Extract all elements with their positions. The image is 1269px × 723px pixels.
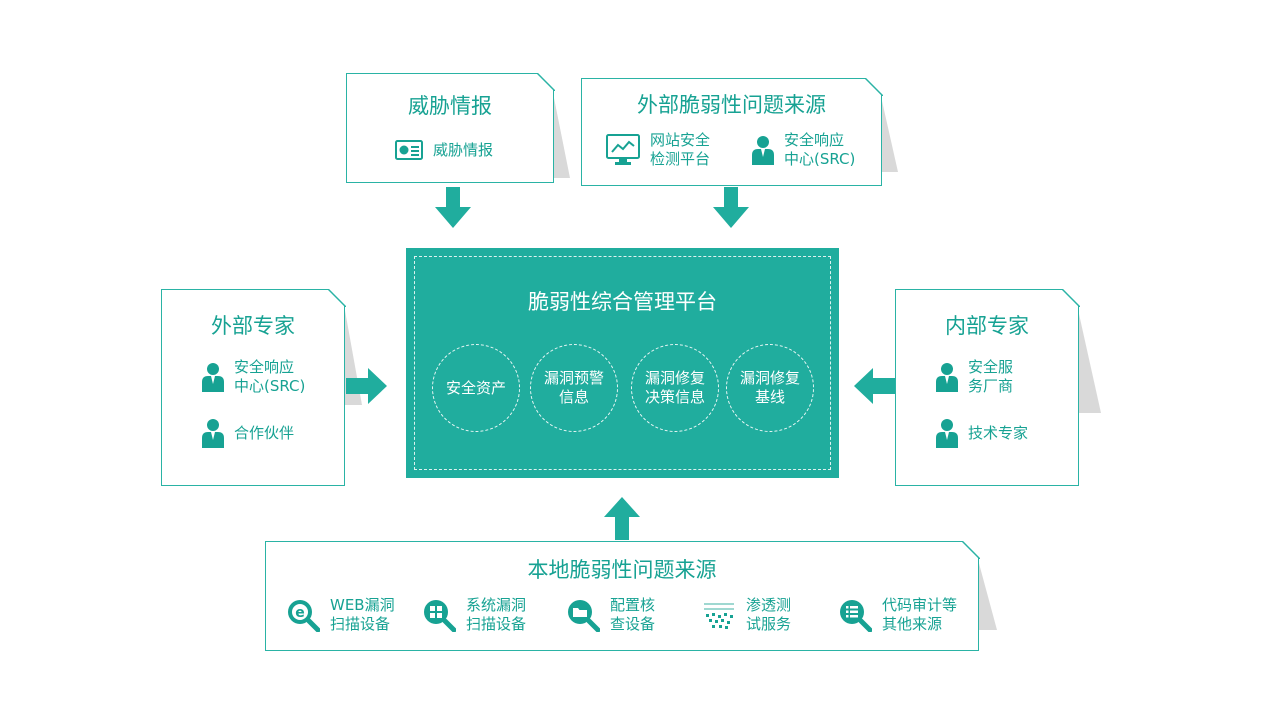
- external-experts-card: 外部专家 安全响应 中心(SRC) 合作伙伴: [161, 288, 346, 486]
- page-fold: [864, 77, 883, 96]
- person-icon: [752, 135, 774, 165]
- module-circle: 安全资产: [432, 344, 520, 432]
- down-arrow-icon: [435, 187, 471, 228]
- item-label: 安全响应 中心(SRC): [234, 358, 306, 395]
- threat-intel-title: 威胁情报: [408, 94, 492, 118]
- item-label: 技术专家: [968, 423, 1029, 442]
- folder-search-icon: [566, 598, 600, 632]
- external-source-card: 外部脆弱性问题来源 网站安全 检测平台 安全响应 中心(SRC): [581, 77, 883, 186]
- right-arrow-icon: [346, 368, 387, 404]
- page-fold: [327, 288, 346, 307]
- item-label: 系统漏洞 扫描设备: [466, 596, 527, 633]
- item-label: 代码审计等 其他来源: [882, 596, 958, 633]
- person-icon: [936, 362, 958, 392]
- module-circle: 漏洞修复 决策信息: [631, 344, 719, 432]
- local-source-item: 配置核 查设备: [566, 596, 655, 634]
- module-circle: 漏洞预警 信息: [530, 344, 618, 432]
- internal-experts-title: 内部专家: [945, 314, 1029, 338]
- item-label: 合作伙伴: [234, 423, 295, 442]
- platform-panel: 脆弱性综合管理平台 安全资产 漏洞预警 信息 漏洞修复 决策信息 漏洞修复 基线: [406, 248, 839, 478]
- page-fold: [1061, 288, 1080, 307]
- svg-text:e: e: [295, 605, 305, 621]
- dashboard-card-icon: [395, 140, 423, 160]
- local-source-item: 代码审计等 其他来源: [838, 596, 957, 634]
- external-source-item: 安全响应 中心(SRC): [752, 131, 855, 169]
- module-circle: 漏洞修复 基线: [726, 344, 814, 432]
- external-experts-title: 外部专家: [211, 314, 295, 338]
- external-experts-item: 安全响应 中心(SRC): [202, 358, 305, 396]
- item-label: 配置核 查设备: [610, 596, 656, 633]
- pixel-pattern-icon: [702, 600, 736, 630]
- item-label: 安全响应 中心(SRC): [784, 131, 856, 168]
- internal-experts-item: 技术专家: [936, 418, 1028, 448]
- page-fold: [961, 540, 980, 559]
- item-label: 网站安全 检测平台: [650, 131, 711, 168]
- threat-intel-card: 威胁情报 威胁情报: [346, 72, 555, 183]
- list-search-icon: [838, 598, 872, 632]
- platform-dashed-frame: [414, 256, 831, 470]
- threat-intel-item: 威胁情报: [395, 140, 493, 160]
- local-source-card: 本地脆弱性问题来源 e WEB漏洞 扫描设备 系统漏洞 扫描设备 配置核 查设备: [265, 540, 980, 651]
- external-source-title: 外部脆弱性问题来源: [637, 93, 826, 117]
- left-arrow-icon: [854, 368, 895, 404]
- external-source-item: 网站安全 检测平台: [606, 131, 710, 169]
- down-arrow-icon: [713, 187, 749, 228]
- up-arrow-icon: [604, 497, 640, 540]
- ie-search-icon: e: [286, 598, 320, 632]
- threat-intel-label: 威胁情报: [433, 140, 494, 159]
- local-source-item: 渗透测 试服务: [702, 596, 791, 634]
- monitor-chart-icon: [606, 134, 640, 166]
- local-source-title: 本地脆弱性问题来源: [527, 558, 717, 582]
- platform-title: 脆弱性综合管理平台: [528, 290, 717, 314]
- local-source-item: e WEB漏洞 扫描设备: [286, 596, 395, 634]
- page-fold: [536, 72, 555, 91]
- internal-experts-item: 安全服 务厂商: [936, 358, 1013, 396]
- internal-experts-card: 内部专家 安全服 务厂商 技术专家: [895, 288, 1080, 486]
- windows-search-icon: [422, 598, 456, 632]
- person-icon: [202, 362, 224, 392]
- item-label: 渗透测 试服务: [746, 596, 792, 633]
- person-icon: [936, 418, 958, 448]
- local-source-item: 系统漏洞 扫描设备: [422, 596, 526, 634]
- item-label: 安全服 务厂商: [968, 358, 1014, 395]
- external-experts-item: 合作伙伴: [202, 418, 294, 448]
- item-label: WEB漏洞 扫描设备: [330, 596, 395, 633]
- person-icon: [202, 418, 224, 448]
